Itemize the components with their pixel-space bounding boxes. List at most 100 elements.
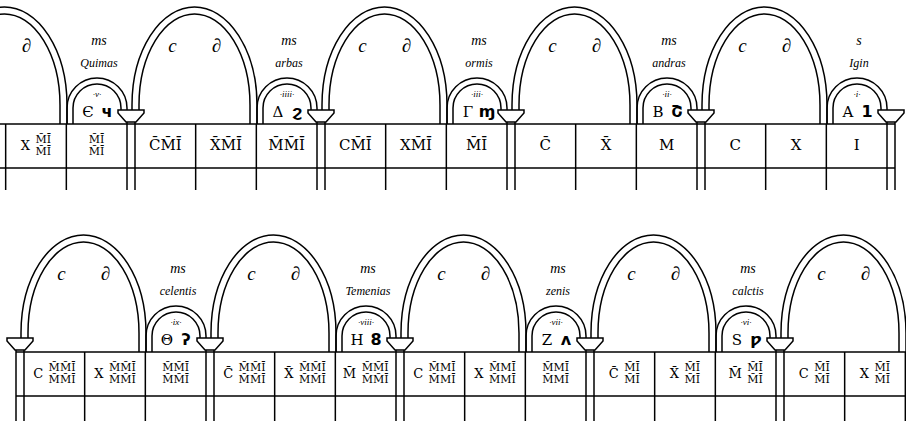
arch-line bbox=[211, 235, 336, 352]
arch-heading: ms bbox=[170, 262, 186, 276]
column-capital bbox=[308, 110, 334, 122]
arch-line bbox=[408, 242, 519, 352]
small-arch: mscalctis·vi·Sƿ bbox=[710, 258, 782, 352]
arch-line bbox=[519, 14, 630, 124]
column-capital bbox=[688, 110, 714, 122]
table-rule bbox=[274, 352, 276, 421]
arch-outline bbox=[131, 0, 259, 124]
cell-numeral: X bbox=[791, 138, 802, 154]
arch-letter: ∂ bbox=[671, 264, 680, 283]
arch-heading: ms bbox=[550, 262, 566, 276]
table-rule bbox=[525, 352, 527, 421]
arch-name: Igin bbox=[849, 57, 868, 69]
small-arch: msarbas·iiii·Δϩ bbox=[251, 30, 323, 124]
table-rule bbox=[145, 352, 147, 421]
table-rule bbox=[826, 124, 828, 190]
table-rule bbox=[704, 122, 706, 190]
greek-letter: A bbox=[843, 105, 854, 120]
cell-numeral: XM̄Ī bbox=[400, 138, 432, 154]
small-arch: sIgin·i·A1 bbox=[821, 30, 893, 124]
roman-numeral: ·viii· bbox=[358, 318, 374, 327]
apex-symbol: ʔ bbox=[181, 332, 190, 348]
table-rule bbox=[23, 350, 25, 421]
apex-symbol: ϩ bbox=[292, 104, 302, 120]
arch-line bbox=[0, 7, 67, 124]
column-capital bbox=[878, 110, 904, 122]
great-arch: c∂ bbox=[131, 0, 259, 124]
arch-letter: ∂ bbox=[592, 36, 601, 55]
arch-line bbox=[152, 312, 200, 352]
roman-numeral: ·iii· bbox=[471, 90, 483, 99]
arch-letter: ∂ bbox=[861, 264, 870, 283]
cell-numeral: CM̄Ī bbox=[339, 138, 372, 154]
cell-numeral: X M̄MĪ M̄MĪ bbox=[474, 362, 516, 385]
table-rule bbox=[66, 124, 68, 190]
table-rule bbox=[575, 124, 577, 190]
arch-line bbox=[709, 14, 820, 124]
table-rule bbox=[765, 124, 767, 190]
table-rule bbox=[464, 352, 466, 421]
arch-name: Temenias bbox=[346, 285, 391, 297]
table-rule bbox=[696, 122, 698, 190]
table-rule bbox=[84, 352, 86, 421]
column-capital bbox=[767, 338, 793, 350]
cell-numeral: X̄ M̄Ī M̄Ī bbox=[670, 362, 700, 385]
arch-line bbox=[336, 306, 396, 352]
great-arch: c∂ bbox=[780, 228, 906, 352]
greek-letter: H bbox=[350, 333, 363, 348]
cell-numeral: C M̄Ī M̄Ī bbox=[799, 362, 830, 385]
table-rule bbox=[844, 352, 846, 421]
greek-letter: S bbox=[732, 333, 742, 348]
arch-heading: ms bbox=[360, 262, 376, 276]
arch-heading: ms bbox=[281, 34, 297, 48]
table-rule bbox=[15, 350, 17, 421]
arch-heading: ms bbox=[740, 262, 756, 276]
column-capital bbox=[577, 338, 603, 350]
arch-letter: c bbox=[437, 264, 445, 283]
table-rule bbox=[403, 350, 405, 421]
arch-letter: ∂ bbox=[101, 264, 110, 283]
cell-numeral: X̄ M̄M̄Ī M̄M̄Ī bbox=[284, 362, 326, 385]
column-capital bbox=[197, 338, 223, 350]
arch-outline bbox=[321, 0, 449, 124]
arch-outline bbox=[780, 228, 906, 352]
table-rule bbox=[335, 352, 337, 421]
table-rule bbox=[316, 122, 318, 190]
roman-numeral: ·ii· bbox=[662, 90, 672, 99]
column-capital bbox=[498, 110, 524, 122]
arch-outline bbox=[210, 228, 338, 352]
roman-numeral: ·vii· bbox=[549, 318, 563, 327]
table-rule bbox=[134, 122, 136, 190]
arch-line bbox=[788, 242, 899, 352]
table-rule bbox=[195, 124, 197, 190]
arch-letter: ∂ bbox=[402, 36, 411, 55]
table-rule bbox=[126, 122, 128, 190]
great-arch: c∂ bbox=[590, 228, 718, 352]
apex-symbol: 8 bbox=[370, 332, 381, 348]
arch-line bbox=[73, 84, 121, 124]
arch-line bbox=[146, 306, 206, 352]
cell-numeral: M̄M̄Ī bbox=[268, 138, 305, 154]
great-arch: c∂ bbox=[511, 0, 639, 124]
arch-line bbox=[329, 14, 440, 124]
cell-numeral: M̄M̄Ī M̄M̄Ī bbox=[162, 362, 189, 385]
arch-line bbox=[139, 14, 250, 124]
table-rule bbox=[213, 350, 215, 421]
arch-letter: ∂ bbox=[212, 36, 221, 55]
arch-name: arbas bbox=[275, 57, 302, 69]
arch-line bbox=[781, 235, 906, 352]
table-rule bbox=[514, 122, 516, 190]
column-capital bbox=[387, 338, 413, 350]
apex-symbol: Շ bbox=[671, 104, 682, 120]
cell-numeral: M̄MĪ M̄MĪ bbox=[542, 362, 569, 385]
arch-line bbox=[67, 78, 127, 124]
column-capital bbox=[7, 338, 33, 350]
roman-numeral: ·i· bbox=[853, 90, 860, 99]
arch-line bbox=[591, 235, 716, 352]
small-arch: msTemenias ·viii· H8 bbox=[330, 258, 402, 352]
greek-letter: Є bbox=[82, 105, 93, 120]
arch-line bbox=[453, 84, 501, 124]
table-rule bbox=[385, 124, 387, 190]
arch-letter: c bbox=[358, 36, 366, 55]
